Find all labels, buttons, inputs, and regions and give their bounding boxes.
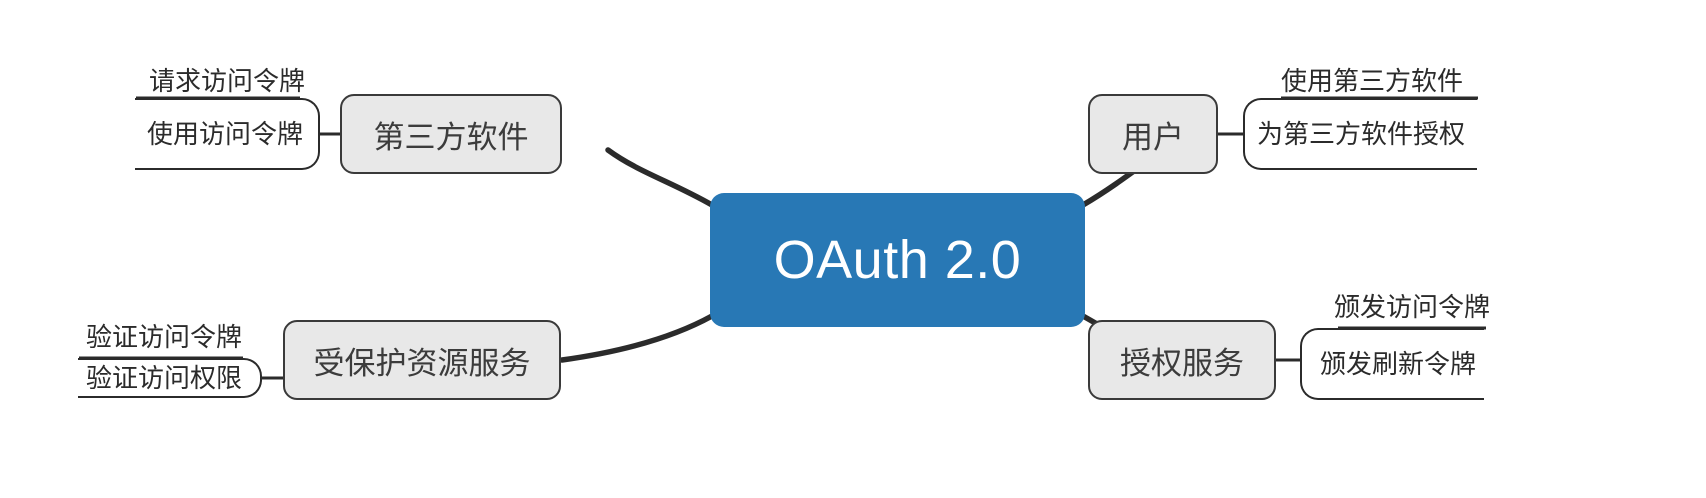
leaf-label-verify-access-permission: 验证访问权限 — [86, 363, 243, 393]
branch-label-user: 用户 — [1122, 119, 1184, 155]
branch-label-authorization-service: 授权服务 — [1120, 345, 1244, 381]
branch-label-third-party-software: 第三方软件 — [373, 119, 529, 155]
branch-node-protected-resource-service[interactable]: 受保护资源服务 — [283, 320, 561, 400]
edge-root-to-third-party-software — [605, 147, 715, 208]
leaf-use-access-token[interactable]: 使用访问令牌 — [135, 98, 320, 170]
leaf-verify-access-token[interactable]: 验证访问令牌 — [86, 322, 243, 352]
root-node-label: OAuth 2.0 — [773, 230, 1022, 290]
root-node[interactable]: OAuth 2.0 — [710, 193, 1085, 327]
leaf-request-access-token[interactable]: 请求访问令牌 — [149, 66, 306, 96]
leaf-use-third-party-software[interactable]: 使用第三方软件 — [1281, 66, 1464, 96]
leaf-label-authorize-third-party-software: 为第三方软件授权 — [1256, 119, 1465, 149]
leaf-verify-access-permission[interactable]: 验证访问权限 — [78, 358, 262, 398]
branch-node-third-party-software[interactable]: 第三方软件 — [340, 94, 562, 174]
branch-node-user[interactable]: 用户 — [1088, 94, 1218, 174]
leaf-issue-refresh-token[interactable]: 颁发刷新令牌 — [1300, 328, 1484, 400]
leaf-label-use-access-token: 使用访问令牌 — [147, 119, 304, 149]
branch-label-protected-resource-service: 受保护资源服务 — [313, 345, 531, 381]
branch-node-authorization-service[interactable]: 授权服务 — [1088, 320, 1276, 400]
edge-root-to-protected-resource-service — [559, 313, 715, 363]
leaf-issue-access-token[interactable]: 颁发访问令牌 — [1334, 292, 1491, 322]
leaf-label-issue-refresh-token: 颁发刷新令牌 — [1319, 349, 1476, 379]
leaf-authorize-third-party-software[interactable]: 为第三方软件授权 — [1243, 98, 1477, 170]
